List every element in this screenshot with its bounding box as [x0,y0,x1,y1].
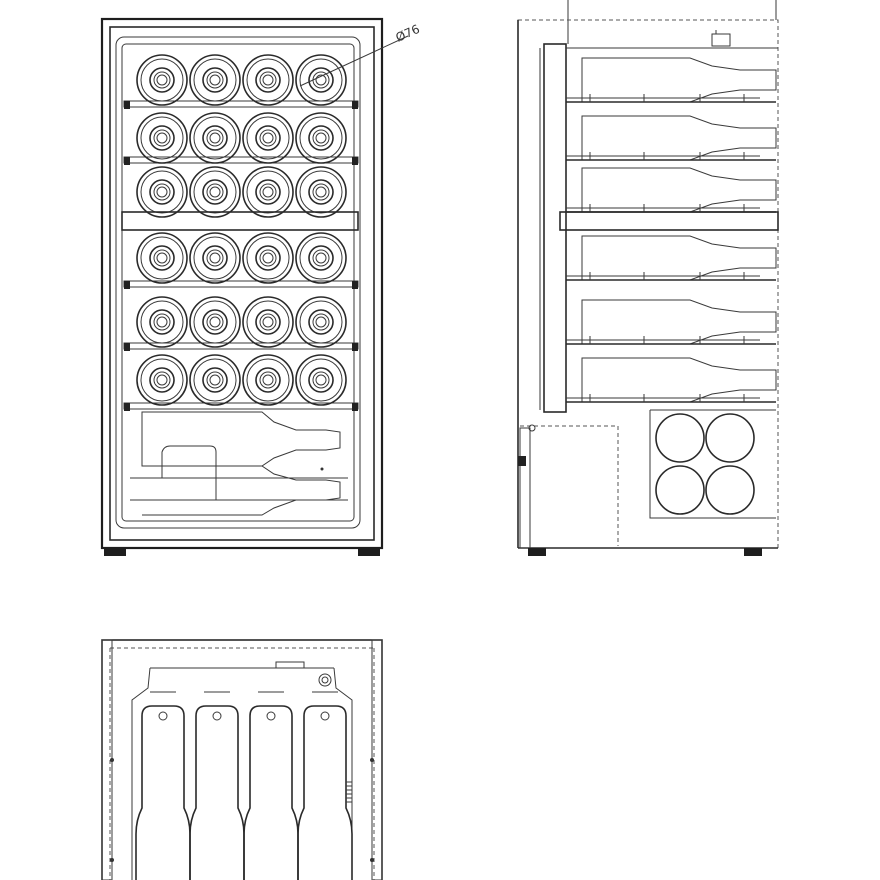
side-foot-left [528,548,546,556]
top-bottle-slots [135,691,353,880]
front-middle-shelf [121,211,359,231]
front-bottle [189,166,241,218]
top-view [101,639,383,880]
top-cabinet-outline [101,639,383,880]
front-bottle [295,296,347,348]
side-shelf [566,115,777,161]
side-shelf [566,235,777,281]
side-cabinet-outline [517,19,779,549]
front-bottle [189,296,241,348]
front-bottle [295,232,347,284]
side-door [543,43,567,413]
front-bottle [136,296,188,348]
side-bottom-bottle [705,465,755,515]
front-bottle [136,112,188,164]
front-bottle [136,354,188,406]
side-view [517,0,779,556]
top-bottle-slot [135,691,191,880]
front-shelf-rail [123,402,359,411]
front-bottle [295,354,347,406]
diameter-leader-line [299,35,409,87]
side-bottom-bottle [655,413,705,463]
front-shelf-rails [123,100,359,411]
side-bottom-bottle [655,465,705,515]
side-shelf [566,167,777,213]
front-bottle [242,296,294,348]
front-bottle [242,232,294,284]
front-bottle-grid [136,54,347,406]
side-shelf [566,299,777,345]
top-bottle-slot [243,691,299,880]
front-bottle [242,166,294,218]
front-shelf-rail [123,280,359,289]
front-bottle [242,54,294,106]
side-shelf [566,57,777,103]
front-bottle [295,166,347,218]
front-bottle [295,112,347,164]
front-foot-right [358,548,380,556]
front-bottle [295,54,347,106]
side-shelf [566,357,777,403]
front-glass-frame [115,36,361,529]
front-bottle [136,166,188,218]
side-compressor-compartment [520,425,619,546]
front-bottle [242,112,294,164]
front-shelf-rail [123,156,359,165]
front-bottle [189,232,241,284]
front-view: Ø76 [100,17,422,556]
front-bottle [189,112,241,164]
front-bottle [189,54,241,106]
front-foot-left [104,548,126,556]
front-bottle [242,354,294,406]
front-cabinet-outer [100,17,384,550]
side-bottom-bottle [705,413,755,463]
top-bottle-slot [189,691,245,880]
front-bottom-compartment [130,411,348,516]
front-bottle [136,232,188,284]
top-bottle-slot [297,691,353,880]
front-bottle [189,354,241,406]
front-cabinet-door [109,26,375,541]
top-inner-liner [131,667,353,880]
side-foot-right [744,548,762,556]
side-bottom-bottles [655,413,755,515]
diameter-label: Ø76 [394,22,422,45]
front-shelf-rail [123,100,359,109]
front-bottle [136,54,188,106]
side-middle-shelf [559,211,779,231]
front-shelf-rail [123,342,359,351]
